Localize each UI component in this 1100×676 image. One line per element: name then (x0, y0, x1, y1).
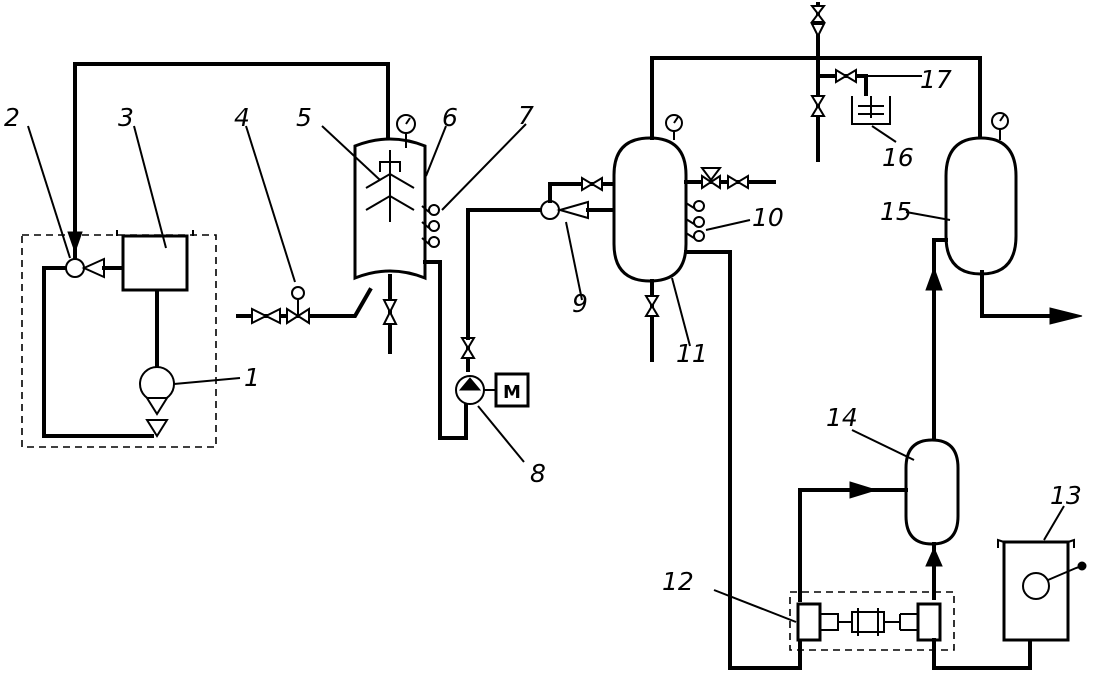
sampler-16 (851, 96, 891, 125)
pipe-product-outlet (980, 270, 1083, 325)
drain-line-below-header (810, 56, 826, 162)
component-labels: 2 3 4 5 6 7 1 8 9 10 11 12 13 14 15 16 1… (4, 65, 1082, 596)
label-9: 9 (572, 289, 588, 318)
label-1: 1 (244, 363, 260, 392)
label-3: 3 (118, 103, 134, 132)
motor-label: M (503, 382, 521, 403)
reactor-vessel-6 (353, 137, 427, 281)
pipe-vessel11-to-compressor (684, 250, 802, 670)
pipe-reactor-to-pump8 (423, 260, 468, 440)
ejector-2 (65, 257, 124, 279)
vessel-11-gauge (665, 114, 683, 140)
vessel-11-bottom-drain (644, 279, 660, 362)
label-6: 6 (442, 103, 458, 132)
label-14: 14 (826, 403, 858, 432)
label-17: 17 (920, 65, 952, 94)
instruments-7 (421, 204, 440, 248)
label-8: 8 (530, 459, 546, 488)
label-4: 4 (234, 103, 250, 132)
tank-3 (116, 230, 194, 292)
vessel-15 (944, 136, 1018, 276)
label-10: 10 (752, 203, 784, 232)
pipe-13-to-compressor (932, 638, 1032, 670)
label-12: 12 (662, 567, 694, 596)
vessel-11 (612, 136, 688, 283)
pipe-14-to-15 (925, 238, 948, 442)
label-13: 13 (1050, 481, 1082, 510)
vessel-15-gauge (991, 112, 1009, 140)
pipe-return-loop (67, 62, 390, 260)
pipe-inner-loop (42, 266, 154, 438)
motor-unit-13 (997, 538, 1087, 642)
pump-1 (139, 366, 175, 438)
pipe-compressor-to-14-right (925, 542, 943, 600)
vessel-11-side-outlet (684, 167, 776, 190)
separator-14 (904, 438, 960, 546)
instruments-10 (685, 200, 705, 242)
label-7: 7 (518, 101, 534, 130)
sample-line-17 (816, 68, 868, 96)
label-11: 11 (676, 339, 708, 368)
label-15: 15 (880, 197, 912, 226)
leader-lines (27, 75, 1065, 623)
label-16: 16 (882, 143, 914, 172)
feed-line-4 (236, 286, 373, 325)
ejector-9 (540, 176, 614, 220)
dashed-enclosure (21, 234, 217, 448)
pump-8: M (455, 336, 530, 408)
label-5: 5 (296, 103, 312, 132)
vent-line (810, 2, 826, 60)
pipe-compressor-to-14-left (798, 481, 908, 602)
compressor-12 (789, 591, 955, 651)
reactor-bottom-drain (382, 274, 398, 354)
pipe-pump8-to-ejector9 (466, 208, 544, 340)
label-2: 2 (4, 103, 20, 132)
reactor-gauge (396, 114, 416, 148)
